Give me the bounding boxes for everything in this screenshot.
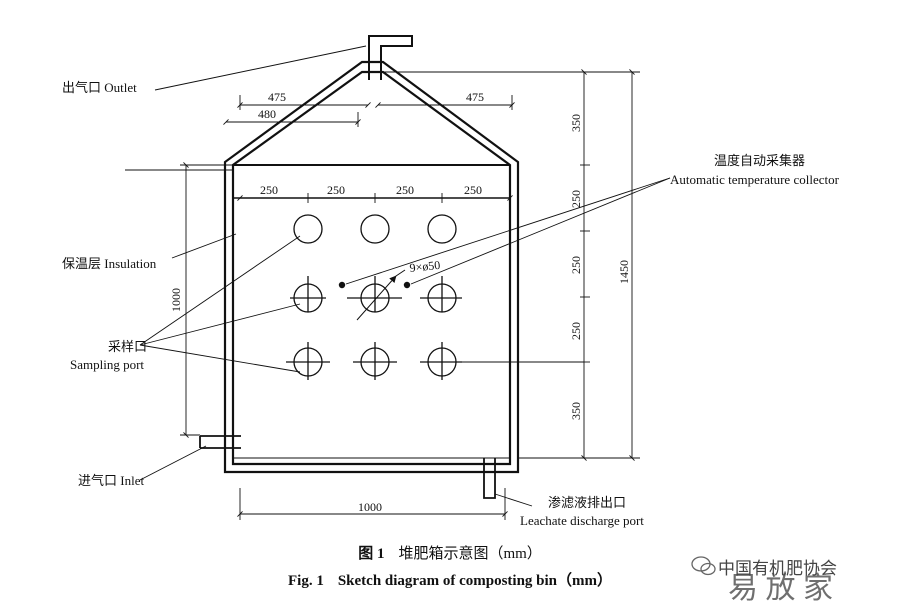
figure-number-cn: 图 1 xyxy=(358,546,385,562)
dim-right-5: 350 xyxy=(569,402,583,420)
temperature-sensor-dot xyxy=(403,281,411,289)
sampling-port xyxy=(293,214,323,244)
bin-inner-wall xyxy=(231,70,512,466)
port-spec-callout xyxy=(356,269,406,321)
leachate-port-label-en: Leachate discharge port xyxy=(520,513,644,528)
figure-caption-en: Fig. 1 Sketch diagram of composting bin（m… xyxy=(0,569,900,590)
dim-right-1: 350 xyxy=(569,114,583,132)
dim-top-right: 475 xyxy=(466,90,484,104)
watermark-logo-art: 易 放 家 xyxy=(728,572,833,605)
bin-outer-wall xyxy=(223,60,520,474)
sampling-port xyxy=(427,214,457,244)
figure-title-cn: 堆肥箱示意图（mm） xyxy=(398,546,542,562)
inlet-pipe xyxy=(199,435,241,449)
temperature-sensor-dot xyxy=(338,281,346,289)
port-spec-label: 9×ø50 xyxy=(409,258,441,275)
outlet-pipe xyxy=(368,35,413,80)
sampling-port-label-en: Sampling port xyxy=(70,357,144,372)
figure-caption-cn: 图 1 堆肥箱示意图（mm） xyxy=(0,542,900,563)
dim-top-left: 475 xyxy=(268,90,286,104)
dim-right-3: 250 xyxy=(569,256,583,274)
inlet-label: 进气口 Inlet xyxy=(78,473,144,488)
watermark: 易 放 家 xyxy=(691,556,833,605)
temperature-collector-label-cn: 温度自动采集器 xyxy=(714,153,805,168)
dim-total-height: 1450 xyxy=(617,260,631,284)
dim-width-bottom: 1000 xyxy=(358,500,382,514)
sampling-port xyxy=(360,214,390,244)
dim-column-1: 250 xyxy=(260,183,278,197)
wechat-icon xyxy=(691,556,716,576)
dim-right-4: 250 xyxy=(569,322,583,340)
figure-title-en: Sketch diagram of composting bin（mm） xyxy=(337,573,613,589)
sampling-ports xyxy=(286,214,462,380)
dimension-lines xyxy=(125,69,640,520)
leachate-pipe xyxy=(483,458,496,499)
leader-lines xyxy=(139,45,671,507)
dim-top-left-inner: 480 xyxy=(258,107,276,121)
dim-column-3: 250 xyxy=(396,183,414,197)
outlet-label: 出气口 Outlet xyxy=(62,80,137,95)
leachate-port-label-cn: 渗滤液排出口 xyxy=(548,495,626,510)
temperature-collector-label-en: Automatic temperature collector xyxy=(670,172,840,187)
dim-height-left: 1000 xyxy=(169,288,183,312)
figure-number-en: Fig. 1 xyxy=(287,573,324,589)
dim-column-2: 250 xyxy=(327,183,345,197)
dim-column-4: 250 xyxy=(464,183,482,197)
dim-right-2: 250 xyxy=(569,190,583,208)
insulation-label: 保温层 Insulation xyxy=(62,256,157,271)
watermark-text: 中国有机肥协会 xyxy=(718,559,837,579)
sampling-port-label-cn: 采样口 xyxy=(108,339,147,354)
